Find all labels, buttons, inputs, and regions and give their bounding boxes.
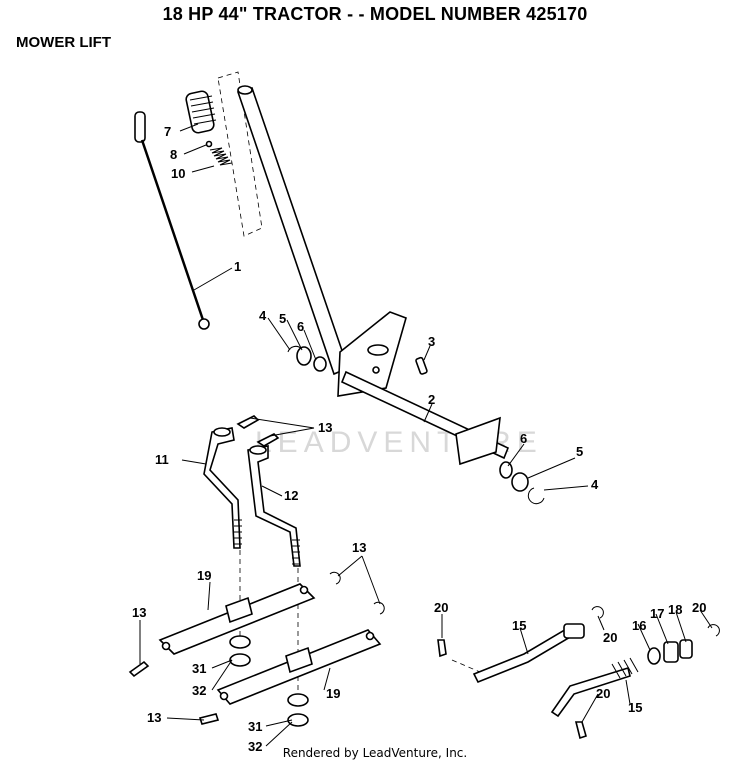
footer-credit: Rendered by LeadVenture, Inc. — [282, 746, 468, 760]
part-3-pin — [415, 356, 428, 375]
callout-10: 10 — [171, 166, 185, 181]
part-10-spring — [209, 147, 233, 166]
callout-13-upper: 13 — [318, 420, 332, 435]
callout-13-right: 13 — [352, 540, 366, 555]
callout-15-lower: 15 — [628, 700, 642, 715]
callout-32-left: 32 — [192, 683, 206, 698]
callout-8: 8 — [170, 147, 177, 162]
callout-20-b: 20 — [603, 630, 617, 645]
callout-1: 1 — [234, 259, 241, 274]
left-bushing-set — [287, 345, 327, 372]
callout-2: 2 — [428, 392, 435, 407]
callout-11: 11 — [155, 452, 169, 467]
callout-16: 16 — [632, 618, 646, 633]
callout-15-upper: 15 — [512, 618, 526, 633]
callout-4-left: 4 — [259, 308, 267, 323]
washers-nuts — [229, 635, 309, 727]
part-19-lift-arm-upper — [158, 583, 316, 655]
callout-6-left: 6 — [297, 319, 304, 334]
callout-20-a: 20 — [434, 600, 448, 615]
callout-31-right: 31 — [248, 719, 262, 734]
diagram-title: 18 HP 44" TRACTOR - - MODEL NUMBER 42517… — [162, 4, 588, 24]
section-title: MOWER LIFT — [16, 34, 111, 51]
callout-4-right: 4 — [591, 477, 599, 492]
callouts: 7 8 10 1 4 5 6 3 2 6 5 4 13 11 12 13 19 … — [132, 124, 706, 754]
part-13-clips-lower — [128, 571, 385, 725]
part-13-clips-upper — [236, 415, 280, 447]
part-8-ball — [205, 140, 213, 148]
callout-31-left: 31 — [192, 661, 206, 676]
part-19-lift-arm-lower — [216, 629, 382, 705]
callout-20-d: 20 — [596, 686, 610, 701]
callout-3: 3 — [428, 334, 435, 349]
callout-19-upper: 19 — [197, 568, 211, 583]
part-7-grip — [185, 90, 217, 134]
callout-12: 12 — [284, 488, 298, 503]
callout-13-bottom: 13 — [147, 710, 161, 725]
callout-17: 17 — [650, 606, 664, 621]
callout-19-lower: 19 — [326, 686, 340, 701]
lift-handle — [236, 85, 349, 376]
part-11-lift-link — [203, 427, 242, 549]
callout-6-right: 6 — [520, 431, 527, 446]
part-20-clips — [437, 606, 720, 740]
adjuster-parts — [563, 623, 693, 665]
callout-7: 7 — [164, 124, 171, 139]
part-12-lift-link — [247, 445, 301, 567]
callout-32-right: 32 — [248, 739, 262, 754]
part-1-lift-rod — [134, 111, 210, 330]
leader-lines — [139, 123, 713, 747]
part-2-lift-shaft — [340, 370, 510, 466]
callout-18: 18 — [668, 602, 682, 617]
callout-13-left: 13 — [132, 605, 146, 620]
callout-20-c: 20 — [692, 600, 706, 615]
callout-5-left: 5 — [279, 311, 286, 326]
callout-5-right: 5 — [576, 444, 583, 459]
right-bushing-set — [499, 461, 545, 505]
